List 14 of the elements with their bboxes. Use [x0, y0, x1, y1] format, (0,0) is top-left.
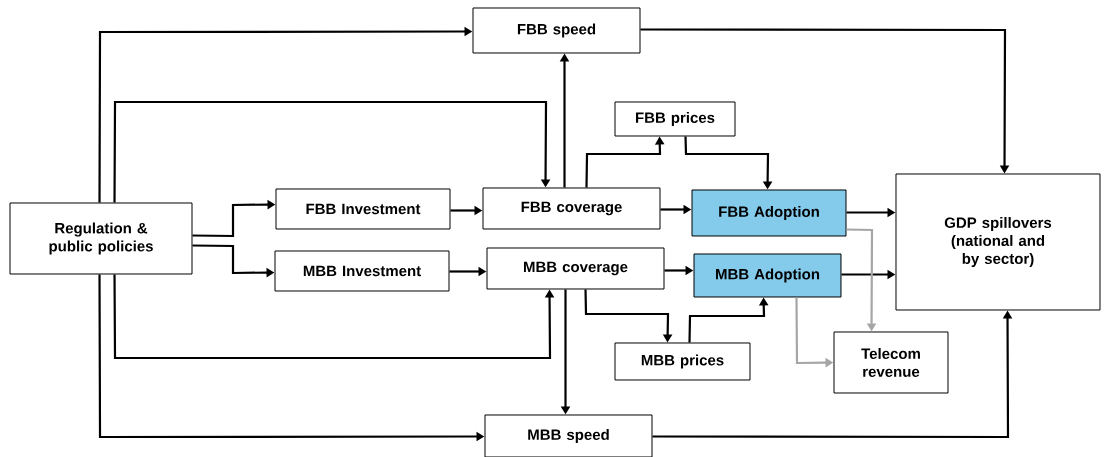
process-box: MBB Adoption: [693, 253, 842, 298]
process-box: FBB prices: [614, 101, 736, 137]
process-box: MBB speed: [484, 414, 653, 457]
arrow: [113, 100, 551, 203]
process-box: FBB speed: [472, 7, 641, 54]
process-box: Telecom revenue: [833, 331, 949, 394]
process-box: MBB prices: [614, 342, 751, 381]
process-box: FBB Investment: [275, 188, 451, 230]
process-box: FBB coverage: [482, 187, 661, 230]
process-box: FBB Adoption: [691, 189, 847, 237]
process-box: Regulation & public policies: [9, 202, 193, 275]
process-box: MBB coverage: [486, 247, 665, 290]
process-box: MBB Investment: [274, 250, 450, 292]
process-box: GDP spillovers (national and by sector): [895, 173, 1101, 311]
